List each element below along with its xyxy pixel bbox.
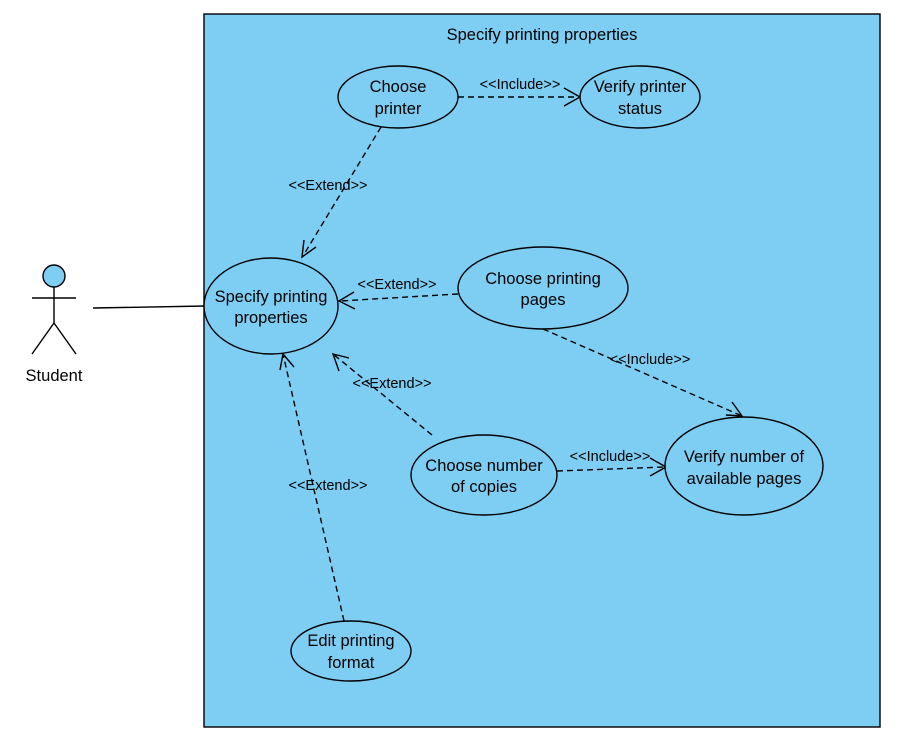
extend-arrowhead-choose-printer [301,239,317,259]
use-case-label-line2: format [328,654,375,672]
use-case-label-line1: Specify printing [215,288,328,306]
label-extend-copies: <<Extend>> [352,376,431,392]
use-case-label-line2: of copies [451,478,517,496]
label-extend-printing-pages: <<Extend>> [357,277,436,293]
actor-left-leg [31,322,55,355]
use-case-label-line1: Verify number of [684,448,805,466]
label-include-copies-available: <<Include>> [570,449,651,465]
use-case-verify-printer-status[interactable]: Verify printer status [579,65,701,129]
label-include-printer-status: <<Include>> [480,77,561,93]
use-case-label-line1: Choose printing [485,270,601,288]
use-case-ellipse [457,246,629,330]
use-case-choose-number-of-copies[interactable]: Choose number of copies [410,434,558,516]
extend-arrowhead-copies [331,353,350,372]
use-case-label-line1: Verify printer [594,78,687,96]
extend-arrowhead-printing-pages [337,291,356,310]
use-case-label-line2: properties [234,309,307,327]
extend-line-edit-format [282,353,345,622]
label-extend-edit-format: <<Extend>> [288,478,367,494]
use-case-label-line1: Choose number [425,457,543,475]
system-boundary [203,13,881,728]
use-case-ellipse [203,257,339,355]
use-case-choose-printer[interactable]: Choose printer [337,65,459,129]
association-line [92,305,206,309]
label-extend-choose-printer: <<Extend>> [288,178,367,194]
use-case-label-line1: Edit printing [307,632,394,650]
use-case-choose-printing-pages[interactable]: Choose printing pages [457,246,629,330]
include-arrowhead-pages-available [725,401,744,417]
use-case-label-line2: pages [521,291,566,309]
actor-right-leg [53,322,77,355]
include-line-copies-available [556,466,666,472]
use-case-label-line2: printer [375,100,422,118]
use-case-ellipse [410,434,558,516]
label-include-pages-available: <<Include>> [610,352,691,368]
actor-head [42,264,66,288]
use-case-edit-printing-format[interactable]: Edit printing format [290,620,412,682]
use-case-verify-available-pages[interactable]: Verify number of available pages [664,416,824,516]
use-case-label-line2: available pages [687,470,802,488]
extend-line-choose-printer [302,126,382,257]
use-case-label-line1: Choose [370,78,427,96]
actor-label: Student [26,367,83,385]
use-case-ellipse [664,416,824,516]
use-case-label-line2: status [618,100,662,118]
include-line-pages-available [542,328,743,417]
use-case-ellipse [290,620,412,682]
use-case-ellipse [579,65,701,129]
actor-student: Student [26,264,83,385]
extend-line-copies [332,353,433,436]
use-case-ellipse [337,65,459,129]
system-boundary-title: Specify printing properties [447,26,638,44]
use-case-specify-printing-properties[interactable]: Specify printing properties [203,257,339,355]
